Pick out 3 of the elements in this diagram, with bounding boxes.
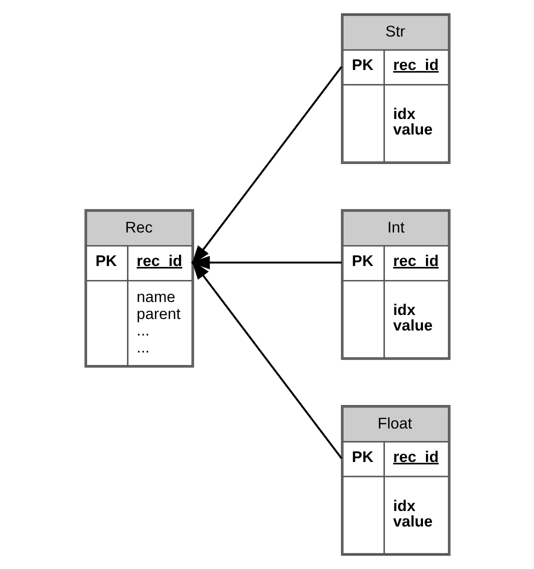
arrow — [191, 260, 342, 460]
arrow — [191, 66, 342, 265]
arrow — [190, 256, 342, 270]
